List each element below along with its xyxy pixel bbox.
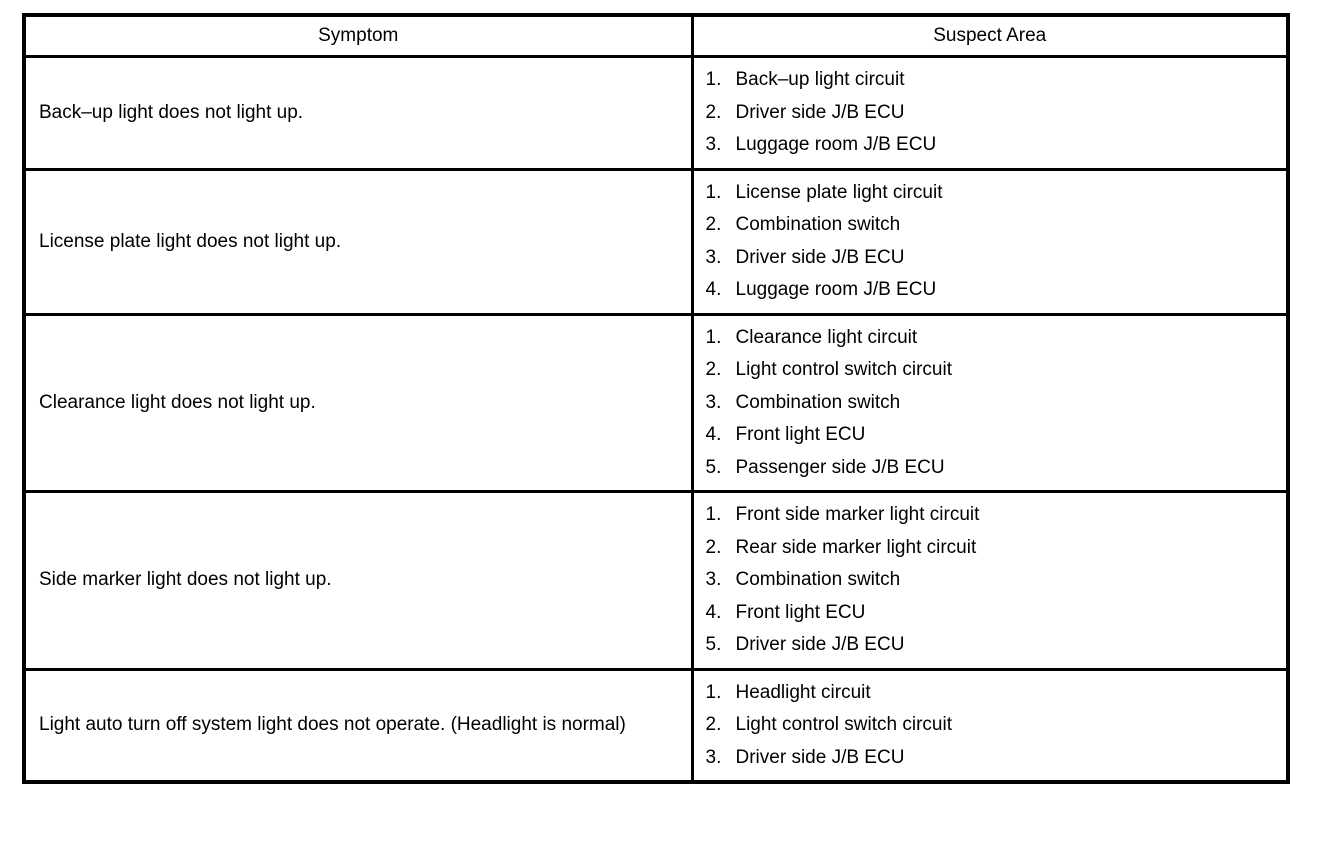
suspect-item-number: 4. <box>705 279 722 300</box>
suspect-item-number: 3. <box>705 246 722 268</box>
symptom-text: License plate light does not light up. <box>39 230 342 252</box>
suspect-item: 1. Front side marker light circuit <box>706 499 1279 532</box>
suspect-item-label: Driver side J/B ECU <box>735 746 905 768</box>
suspect-item-number: 2. <box>705 536 722 558</box>
symptom-cell: Light auto turn off system light does no… <box>22 667 694 784</box>
suspect-area-cell: 1. Front side marker light circuit 2. Rear … <box>690 490 1290 671</box>
suspect-item: 4. Luggage room J/B ECU <box>706 274 1279 307</box>
suspect-item: 2. Light control switch circuit <box>706 354 1279 387</box>
suspect-item-label: Headlight circuit <box>735 681 871 703</box>
table-row: Clearance light does not light up. 1. Clea… <box>22 312 1290 493</box>
symptom-cell: License plate light does not light up. <box>22 167 694 316</box>
suspect-item-label: Combination switch <box>735 214 901 235</box>
table-row: Side marker light does not light up. 1. Fr… <box>22 490 1290 671</box>
suspect-item-label: Front side marker light circuit <box>735 504 980 525</box>
suspect-item-number: 5. <box>705 634 722 655</box>
suspect-item-number: 4. <box>705 601 722 623</box>
suspect-item-label: Front light ECU <box>735 601 866 623</box>
suspect-item-label: Combination switch <box>735 391 901 413</box>
suspect-list: 1. Headlight circuit 2. Light control switc… <box>706 677 1279 775</box>
suspect-item-label: Luggage room J/B ECU <box>735 134 937 155</box>
suspect-item-label: Light control switch circuit <box>735 714 952 735</box>
table-row: License plate light does not light up. 1.… <box>22 167 1290 316</box>
symptom-cell: Back–up light does not light up. <box>22 55 694 171</box>
suspect-item-number: 2. <box>705 714 722 735</box>
suspect-list: 1. Back–up light circuit 2. Driver side J/B… <box>706 64 1279 162</box>
suspect-item-number: 2. <box>705 101 722 123</box>
suspect-item: 2. Light control switch circuit <box>706 709 1279 742</box>
suspect-area-column-header: Suspect Area <box>690 13 1290 58</box>
suspect-item: 5. Driver side J/B ECU <box>706 629 1279 662</box>
table-header-row: Symptom Suspect Area <box>22 13 1290 58</box>
suspect-area-cell: 1. Back–up light circuit 2. Driver side J/B… <box>690 55 1290 171</box>
suspect-item-label: Rear side marker light circuit <box>735 536 977 558</box>
suspect-item-number: 1. <box>705 681 722 703</box>
suspect-item: 3. Combination switch <box>706 387 1279 420</box>
symptom-text: Clearance light does not light up. <box>39 391 316 413</box>
suspect-item-number: 3. <box>705 746 722 768</box>
suspect-item-number: 1. <box>705 69 722 90</box>
symptom-text: Light auto turn off system light does no… <box>39 714 626 736</box>
suspect-item-label: License plate light circuit <box>735 181 943 203</box>
suspect-item-label: Luggage room J/B ECU <box>735 279 937 300</box>
suspect-item-number: 2. <box>705 214 722 235</box>
suspect-item-number: 1. <box>705 181 722 203</box>
suspect-item-label: Passenger side J/B ECU <box>735 456 945 478</box>
suspect-item: 1. Back–up light circuit <box>706 64 1279 97</box>
suspect-item-label: Driver side J/B ECU <box>735 246 905 268</box>
suspect-item: 2. Rear side marker light circuit <box>706 532 1279 565</box>
suspect-item: 3. Combination switch <box>706 564 1279 597</box>
suspect-item: 3. Driver side J/B ECU <box>706 742 1279 775</box>
suspect-item-label: Combination switch <box>735 569 901 590</box>
symptom-cell: Side marker light does not light up. <box>22 490 694 671</box>
suspect-item: 2. Driver side J/B ECU <box>706 97 1279 130</box>
suspect-item: 2. Combination switch <box>706 209 1279 242</box>
suspect-item-number: 3. <box>705 391 722 413</box>
suspect-item: 3. Driver side J/B ECU <box>706 242 1279 275</box>
suspect-item: 4. Front light ECU <box>706 597 1279 630</box>
suspect-list: 1. License plate light circuit 2. Combinati… <box>706 177 1279 307</box>
suspect-item-number: 5. <box>705 456 722 478</box>
suspect-item-number: 3. <box>705 569 722 590</box>
suspect-item-number: 4. <box>705 424 722 445</box>
suspect-area-cell: 1. Clearance light circuit 2. Light control… <box>690 312 1290 493</box>
suspect-item-number: 2. <box>705 359 722 380</box>
suspect-list: 1. Front side marker light circuit 2. Rear … <box>706 499 1279 662</box>
suspect-item-number: 3. <box>705 134 722 155</box>
suspect-item: 1. License plate light circuit <box>706 177 1279 210</box>
suspect-item: 4. Front light ECU <box>706 419 1279 452</box>
suspect-item-label: Clearance light circuit <box>735 326 918 348</box>
table-row: Light auto turn off system light does no… <box>22 667 1290 784</box>
suspect-item-number: 1. <box>705 326 722 348</box>
suspect-list: 1. Clearance light circuit 2. Light control… <box>706 322 1279 485</box>
suspect-item: 5. Passenger side J/B ECU <box>706 452 1279 485</box>
suspect-item-number: 1. <box>705 504 722 525</box>
symptom-cell: Clearance light does not light up. <box>22 312 694 493</box>
suspect-item-label: Driver side J/B ECU <box>735 101 905 123</box>
suspect-item-label: Light control switch circuit <box>735 359 952 380</box>
table-row: Back–up light does not light up. 1. Back–u… <box>22 55 1290 171</box>
symptom-text: Back–up light does not light up. <box>39 101 304 123</box>
suspect-item: 1. Clearance light circuit <box>706 322 1279 355</box>
suspect-item: 1. Headlight circuit <box>706 677 1279 710</box>
suspect-item-label: Front light ECU <box>735 424 866 445</box>
symptom-column-header: Symptom <box>22 13 694 58</box>
suspect-area-cell: 1. Headlight circuit 2. Light control switc… <box>690 667 1290 784</box>
suspect-item-label: Back–up light circuit <box>735 69 905 90</box>
suspect-item: 3. Luggage room J/B ECU <box>706 129 1279 162</box>
suspect-area-cell: 1. License plate light circuit 2. Combinati… <box>690 167 1290 316</box>
suspect-item-label: Driver side J/B ECU <box>735 634 905 655</box>
symptom-suspect-table: Symptom Suspect Area Back–up light does … <box>22 13 1290 784</box>
symptom-text: Side marker light does not light up. <box>39 569 332 591</box>
